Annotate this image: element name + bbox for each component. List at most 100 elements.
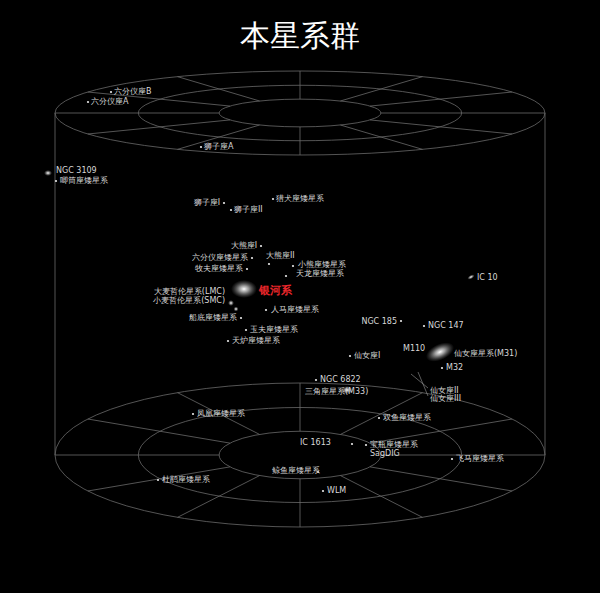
cylinder-side [545,113,546,455]
galaxy-label: 大麦哲伦星系(LMC) [154,287,225,297]
galaxy-dot [227,340,229,342]
grid-spoke [55,455,219,456]
galaxy-glow [234,307,239,312]
galaxy-label: 人马座矮星系 [271,305,319,315]
grid-spoke [88,120,230,134]
galaxy-glow [228,300,234,306]
grid-spoke [55,113,219,114]
galaxy-dot [292,265,294,267]
galaxy-dot [55,180,57,182]
grid-spoke [340,476,422,518]
galaxy-label: 大熊座I [231,241,257,251]
galaxy-label: IC 10 [477,273,498,283]
galaxy-dot [260,245,262,247]
galaxy-dot [268,263,270,265]
galaxy-label: IC 1613 [300,438,331,448]
galaxy-label: NGC 6822 [320,375,361,385]
galaxy-label: 狮子座I [194,198,220,208]
grid-spoke [381,113,545,114]
grid-spoke [370,419,512,443]
grid-spoke [340,125,422,149]
galaxy-dot [441,367,443,369]
galaxy-label: 六分仪座矮星系 [192,253,248,263]
galaxy-dot [400,320,402,322]
galaxy-dot [315,379,317,381]
galaxy-dot [240,317,242,319]
galaxy-dot [245,329,247,331]
galaxy-dot [423,325,425,327]
grid-spoke [178,393,260,435]
m31-glow [423,338,457,365]
galaxy-dot [349,355,351,357]
galaxy-label: 双鱼座矮星系 [383,413,431,423]
galaxy-glow [467,273,476,280]
galaxy-label: 大熊座II [266,251,295,261]
galaxy-label: 唧筒座矮星系 [60,176,108,186]
galaxy-dot [378,417,380,419]
galaxy-label: 天炉座矮星系 [232,336,280,346]
galaxy-label: WLM [327,486,346,496]
galaxy-label: NGC 147 [428,321,464,331]
galaxy-label: NGC 3109 [56,166,97,176]
galaxy-label: 六分仪座B [114,87,152,97]
galaxy-dot [322,490,324,492]
grid-spoke [300,479,301,527]
cylinder-side [55,113,56,455]
grid-spoke [300,127,301,155]
galaxy-label: 六分仪座A [91,97,128,107]
grid-spoke [370,92,512,106]
galaxy-label: 猎犬座矮星系 [276,194,324,204]
grid-ring [55,71,545,155]
galaxy-dot [157,479,159,481]
grid-spoke [300,71,301,99]
galaxy-label: 天龙座矮星系 [296,269,344,279]
galaxy-dot [192,413,194,415]
galaxy-dot [200,146,202,148]
grid-spoke [88,92,230,106]
galaxy-dot [265,309,267,311]
galaxy-glow [44,170,52,176]
galaxy-label: 三角座星系(M33) [305,387,368,397]
galaxy-label: 仙女座I [354,351,380,361]
galaxy-label: 杜鹃座矮星系 [162,475,210,485]
galaxy-label: 鲸鱼座矮星系 [272,466,320,476]
galaxy-dot [272,198,274,200]
galaxy-label: NGC 185 [361,317,397,327]
grid-spoke [370,120,512,134]
galaxy-dot [110,91,112,93]
galaxy-dot [351,443,353,445]
galaxy-label: 飞马座矮星系 [456,454,504,464]
galaxy-dot [246,268,248,270]
galaxy-label: 小熊座矮星系 [298,260,346,270]
galaxy-label: 狮子座II [234,205,263,215]
grid-ring [55,383,545,527]
leader-line [418,372,428,396]
grid-ring [219,431,381,479]
galaxy-dot [251,257,253,259]
galaxy-label: M32 [446,363,463,373]
galaxy-dot [285,275,287,277]
galaxy-dot [451,458,453,460]
galaxy-dot [230,209,232,211]
galaxy-dot [365,444,367,446]
galaxy-label: M110 [403,344,425,354]
grid-spoke [370,467,512,491]
galaxy-label: 船底座矮星系 [189,313,237,323]
grid-ring [219,99,381,127]
galaxy-label: 小麦哲伦星系(SMC) [153,296,225,306]
grid-spoke [178,77,260,101]
galaxy-label: 玉夫座矮星系 [250,325,298,335]
grid-spoke [300,383,301,431]
galaxy-dot [87,101,89,103]
galaxy-label: 仙女座星系(M31) [454,349,517,359]
grid-spoke [88,467,230,491]
galaxy-dot [223,202,225,204]
highlight-label: 银河系 [259,284,292,297]
galaxy-label: 宝瓶座矮星系 [370,440,418,450]
galaxy-label: SagDIG [370,449,400,459]
title: 本星系群 [0,18,600,54]
grid-spoke [340,77,422,101]
galaxy-label: 狮子座A [204,142,233,152]
milky-way-glow [231,280,257,298]
galaxy-label: 仙女座III [430,394,461,404]
